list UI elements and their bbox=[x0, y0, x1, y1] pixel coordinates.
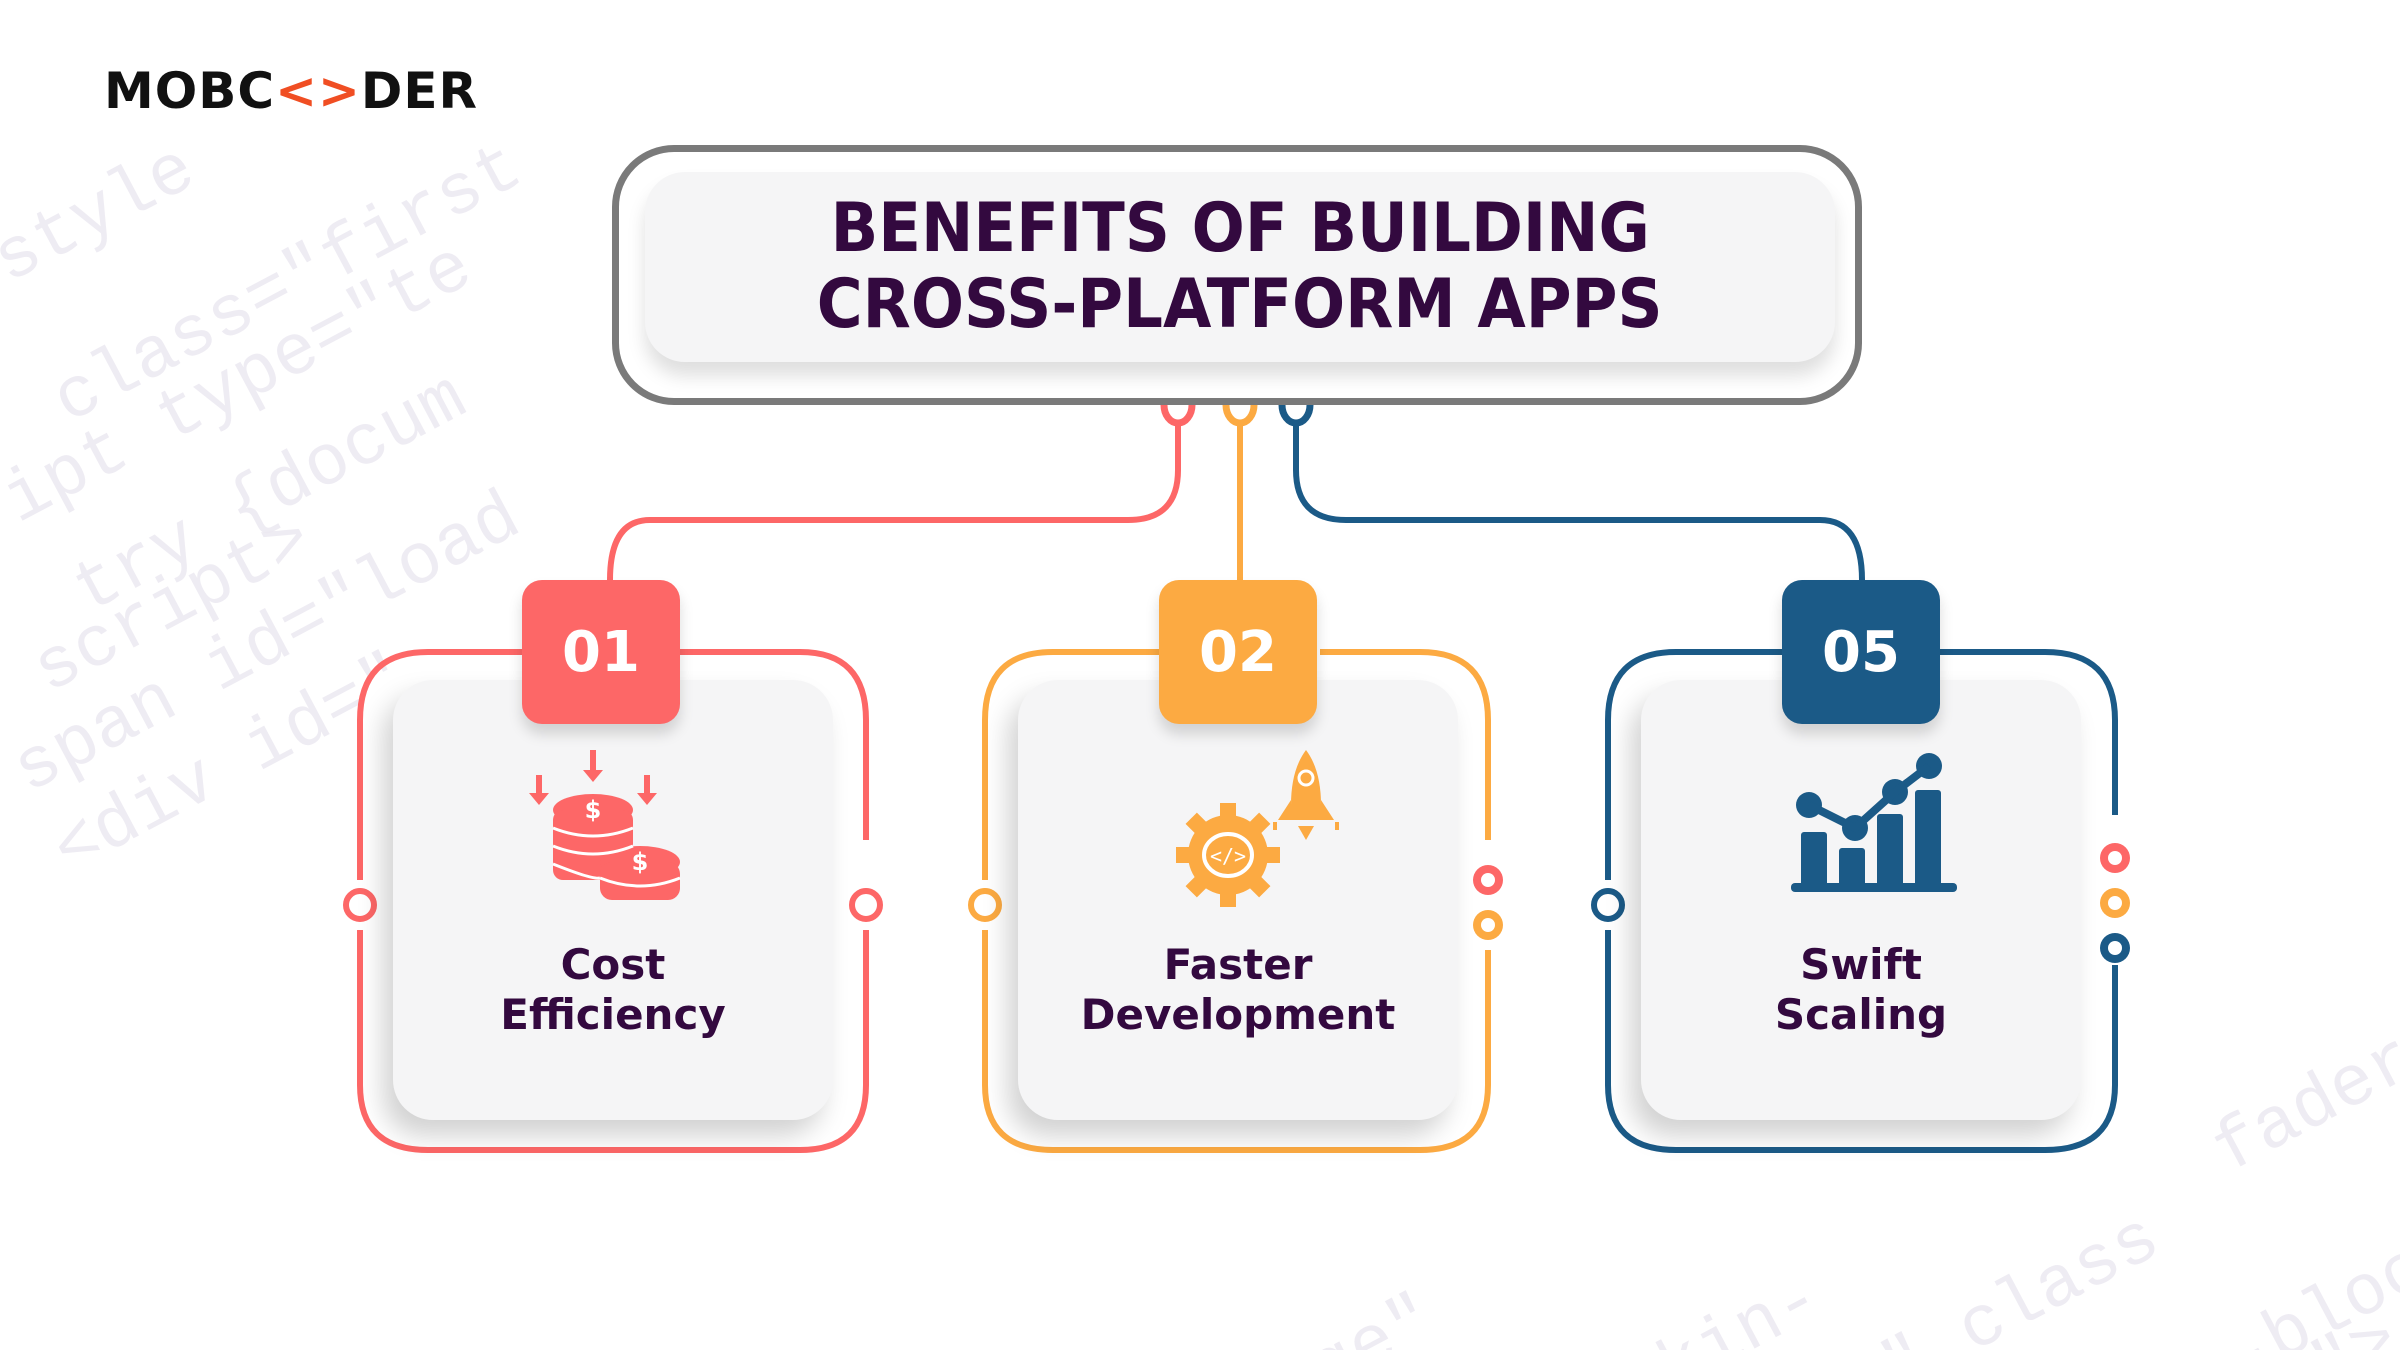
logo-text-right: DER bbox=[360, 62, 479, 120]
benefit-card-faster-development: </> Faster Development bbox=[983, 650, 1493, 1150]
card-label-line-1: Swift bbox=[1800, 940, 1922, 989]
logo-code-brackets-icon: <> bbox=[275, 62, 361, 120]
mobcoder-logo: MOBC<>DER bbox=[104, 62, 478, 120]
card-label: Cost Efficiency bbox=[393, 940, 833, 1040]
card-label-line-1: Faster bbox=[1163, 940, 1313, 989]
growth-chart-icon bbox=[1791, 753, 1957, 892]
logo-text-left: MOBC bbox=[104, 62, 276, 120]
svg-text:$: $ bbox=[585, 796, 602, 824]
svg-text:$: $ bbox=[632, 848, 649, 876]
card-label-line-2: Efficiency bbox=[500, 990, 726, 1039]
card-label-line-2: Scaling bbox=[1774, 990, 1948, 1039]
card-label: Swift Scaling bbox=[1641, 940, 2081, 1040]
card-label-line-1: Cost bbox=[560, 940, 666, 989]
step-badge-01: 01 bbox=[522, 580, 680, 724]
gear-code-rocket-icon: </> bbox=[1176, 750, 1339, 907]
card-label: Faster Development bbox=[1018, 940, 1458, 1040]
card-panel bbox=[1641, 680, 2081, 1120]
card-label-line-2: Development bbox=[1080, 990, 1396, 1039]
title-panel: BENEFITS OF BUILDING CROSS-PLATFORM APPS bbox=[645, 172, 1835, 362]
page-title-line-2: CROSS-PLATFORM APPS bbox=[817, 265, 1663, 344]
svg-text:</>: </> bbox=[1210, 844, 1246, 868]
step-badge-02: 02 bbox=[1159, 580, 1317, 724]
title-box: BENEFITS OF BUILDING CROSS-PLATFORM APPS bbox=[612, 145, 1862, 405]
card-panel bbox=[1018, 680, 1458, 1120]
benefit-card-cost-efficiency: $ $ Cost Efficiency bbox=[358, 650, 868, 1150]
benefit-card-swift-scaling: Swift Scaling bbox=[1606, 650, 2116, 1150]
coins-dollar-icon: $ $ bbox=[529, 750, 681, 900]
page-title-line-1: BENEFITS OF BUILDING bbox=[830, 189, 1650, 268]
step-badge-05: 05 bbox=[1782, 580, 1940, 724]
